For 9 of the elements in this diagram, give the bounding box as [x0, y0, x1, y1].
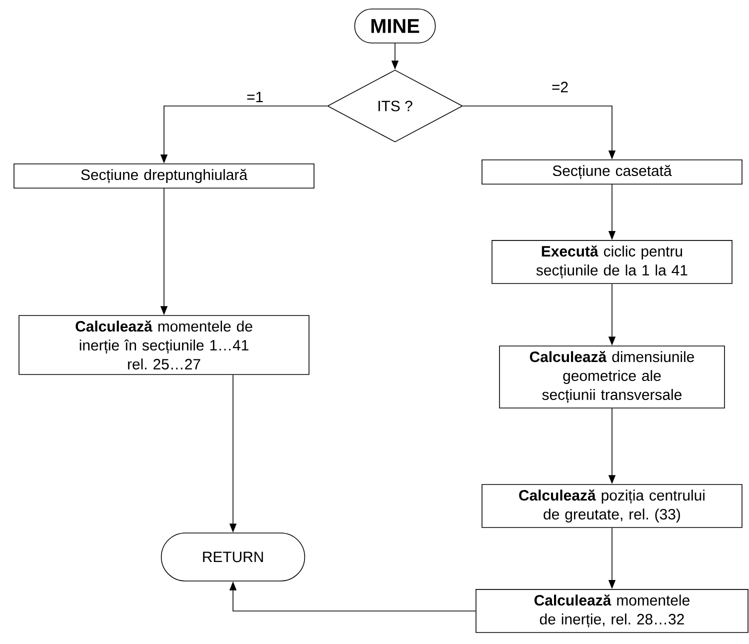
process-box: Calculează momentele de inerție în secțiunile 1…41 rel. 25…27 [18, 315, 310, 375]
process-box: Execută ciclic pentru secțiunile de la 1 la 41 [492, 240, 732, 284]
process-box: Secțiune dreptunghiulară [14, 164, 314, 188]
process-box: Calculează dimensiunile geometrice ale secțiunii transversale [499, 346, 725, 408]
edge-label: =2 [550, 80, 570, 94]
edge-label: =1 [245, 90, 265, 104]
process-box: Calculează poziția centrului de greutate, rel. (33) [482, 484, 742, 528]
process-box: Secțiune casetată [482, 160, 742, 184]
process-box: Calculează momentele de inerție, rel. 28…32 [476, 589, 748, 633]
